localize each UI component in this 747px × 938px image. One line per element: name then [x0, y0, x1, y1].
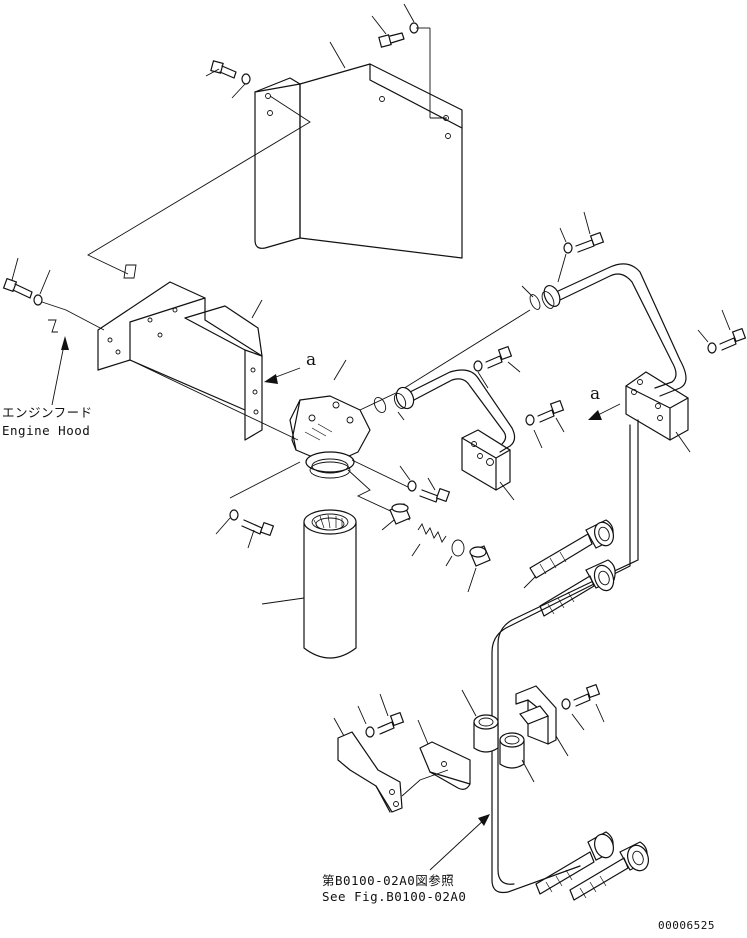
view-arrow-left	[264, 367, 301, 384]
bolt-middle-2	[525, 399, 565, 449]
leader-clamp-1	[461, 689, 477, 717]
reference-label-jp: 第B0100-02A0図参照	[322, 873, 455, 888]
upper-tube	[529, 263, 687, 397]
lower-tube	[491, 419, 639, 894]
rubber-clamp-2	[499, 732, 525, 769]
hose-fitting-upper-2	[539, 559, 616, 617]
leader-top-bracket	[329, 41, 346, 69]
assembly-line-6	[229, 461, 301, 499]
leader-lower-left-1	[333, 717, 345, 737]
valve-spring	[411, 523, 447, 557]
view-mark-right: a	[590, 384, 601, 404]
reference-label-en: See Fig.B0100-02A0	[322, 889, 467, 904]
small-plate	[461, 429, 511, 491]
leader-lower-bracket	[555, 735, 569, 757]
leader-oring-middle	[397, 411, 405, 421]
leader-filter-head	[333, 359, 347, 381]
drawing-number: 00006525	[658, 919, 715, 932]
reference-arrow	[429, 814, 490, 871]
tube-clamp-plate-right	[625, 371, 689, 441]
assembly-line-5	[347, 469, 411, 521]
hose-fitting-lower-1	[535, 831, 615, 895]
assembly-line-3	[129, 359, 299, 441]
assembly-line-2	[359, 309, 531, 411]
leader-lower-left-2	[417, 719, 429, 745]
valve-ring	[445, 539, 465, 567]
mount-bracket	[97, 264, 263, 441]
valve-plug	[467, 545, 491, 593]
bolt-top-left	[205, 60, 251, 99]
bolt-top-right	[371, 3, 447, 119]
assembly-line-1	[87, 95, 311, 275]
rubber-clamp-1	[473, 714, 499, 753]
leader-cartridge	[261, 597, 305, 605]
assembly-line-4	[351, 459, 411, 489]
bolt-middle-1	[473, 345, 521, 389]
leader-fitting-upper	[523, 575, 537, 589]
leader-small-plate	[499, 481, 515, 501]
leader-mount	[251, 299, 263, 319]
top-bracket	[254, 63, 463, 259]
view-mark-left: a	[306, 350, 317, 370]
view-arrow-right	[588, 403, 621, 420]
valve-sleeve	[381, 503, 411, 531]
engine-hood-arrow	[51, 336, 69, 406]
filter-head	[289, 395, 371, 479]
engine-hood-label-jp: エンジンフード	[2, 405, 93, 420]
middle-tube	[373, 369, 516, 453]
bolt-lower-left	[357, 693, 405, 738]
leader-clamp-2	[521, 759, 535, 783]
leader-oring-upper	[521, 285, 534, 298]
filter-cartridge	[303, 509, 357, 659]
lower-bracket-right	[515, 685, 557, 745]
leader-clamp-right	[675, 431, 691, 453]
bolt-right-top	[697, 309, 747, 354]
bolt-head-left	[215, 509, 275, 549]
bolt-upper-tube	[557, 211, 605, 283]
engine-hood-label-en: Engine Hood	[2, 423, 91, 438]
bolt-head-right	[399, 465, 451, 503]
bolt-left	[2, 257, 105, 333]
lower-bracket-left	[337, 731, 471, 813]
bolt-lower-right	[561, 683, 605, 731]
hose-fitting-upper-1	[529, 519, 615, 579]
hose-fitting-lower-2	[569, 841, 649, 901]
